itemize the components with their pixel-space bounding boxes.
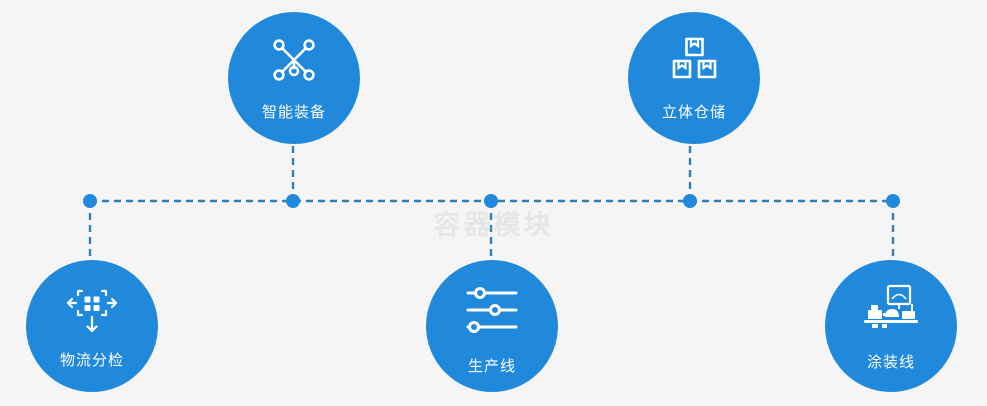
node-production-line[interactable]: 生产线	[426, 260, 558, 392]
node-label-logistics-sorting: 物流分检	[59, 352, 124, 369]
stacked-boxes-icon	[668, 34, 720, 91]
node-label-painting-line: 涂装线	[866, 354, 915, 371]
node-label-production-line: 生产线	[467, 358, 516, 375]
node-logistics-sorting[interactable]: 物流分检	[26, 260, 158, 392]
node-painting-line[interactable]: 涂装线	[825, 260, 957, 392]
node-smart-equipment[interactable]: 智能装备	[228, 12, 360, 144]
network-nodes-icon	[268, 34, 320, 91]
node-stereo-warehouse[interactable]: 立体仓储	[628, 12, 760, 144]
factory-machine-icon	[862, 284, 920, 339]
node-label-stereo-warehouse: 立体仓储	[661, 104, 726, 121]
sliders-icon	[464, 286, 520, 339]
watermark-text: 容器模块	[433, 210, 554, 240]
sorting-arrows-icon	[65, 282, 119, 341]
node-label-smart-equipment: 智能装备	[261, 104, 326, 121]
